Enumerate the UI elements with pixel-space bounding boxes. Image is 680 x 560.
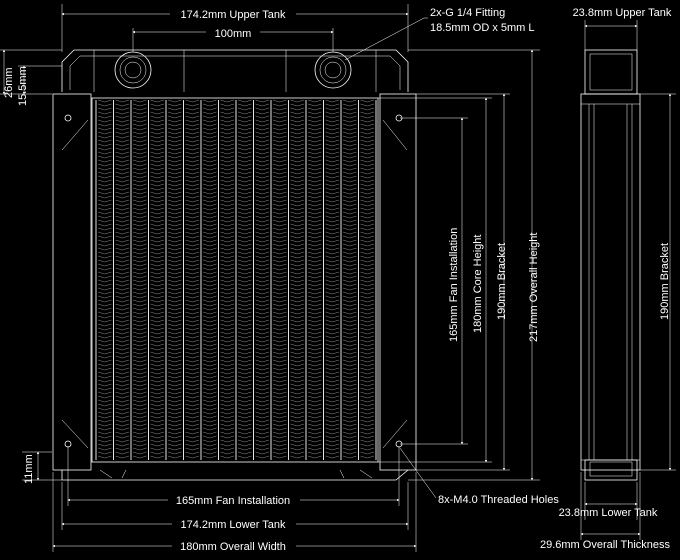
label-threaded-holes: 8x-M4.0 Threaded Holes [438,494,559,506]
fitting-left [114,51,152,89]
core-fin-column [202,99,217,459]
dim-side-upper-tank: 23.8mm Upper Tank [573,7,672,19]
bracket-left [52,93,92,471]
dim-tank-26mm: 26mm [3,67,15,98]
dim-side-bracket: 190mm Bracket [659,243,671,320]
core-fin-column [167,99,182,459]
dim-side-overall-thickness: 29.6mm Overall Thickness [540,539,671,551]
side-upper-tank [584,49,638,95]
core-fin-column [132,99,147,459]
front-view [52,49,417,481]
core-fins [95,99,377,460]
dim-lower-tank-width: 174.2mm Lower Tank [181,519,286,531]
core-fin-column [255,99,270,459]
dim-fan-installation-height: 165mm Fan Installation [448,228,460,342]
core-fin-column [220,99,235,459]
label-fitting-spec-1: 2x-G 1/4 Fitting [430,7,505,19]
front-dimensions: 174.2mm Upper Tank 100mm 2x-G 1/4 Fittin… [0,4,559,553]
core-fin-column [185,99,200,459]
bracket-right [379,93,417,471]
core-fin-column [237,99,252,459]
dim-fan-installation-width: 165mm Fan Installation [176,495,290,507]
core-fin-column [150,99,165,459]
dim-bracket-height: 190mm Bracket [496,243,508,320]
fitting-right [314,51,352,89]
core-fin-column [272,99,287,459]
core-fin-column [307,99,322,459]
side-dimensions: 23.8mm Upper Tank 190mm Bracket 23.8mm L… [540,7,676,551]
core-fin-column [342,99,357,459]
side-view [580,49,641,481]
upper-tank [61,49,409,92]
side-lower-tank [584,459,638,481]
radiator-core [91,97,379,463]
core-fin-column [115,99,130,459]
dim-side-lower-tank: 23.8mm Lower Tank [559,507,658,519]
mounting-holes [64,114,403,448]
core-fin-column [290,99,305,459]
core-fin-column [360,99,375,459]
dim-core-height: 180mm Core Height [472,235,484,333]
lower-tank [61,469,409,481]
side-core [580,93,641,471]
dim-lower-tank-11mm: 11mm [23,454,35,484]
dim-overall-width: 180mm Overall Width [180,541,286,553]
dim-overall-height: 217mm Overall Height [528,233,540,342]
dim-fitting-spacing: 100mm [215,28,252,40]
dim-upper-tank-width: 174.2mm Upper Tank [181,9,286,21]
core-fin-column [325,99,340,459]
dim-tank-15mm: 15.5mm [17,66,29,106]
label-fitting-spec-2: 18.5mm OD x 5mm L [430,22,535,34]
core-fin-column [97,99,112,459]
